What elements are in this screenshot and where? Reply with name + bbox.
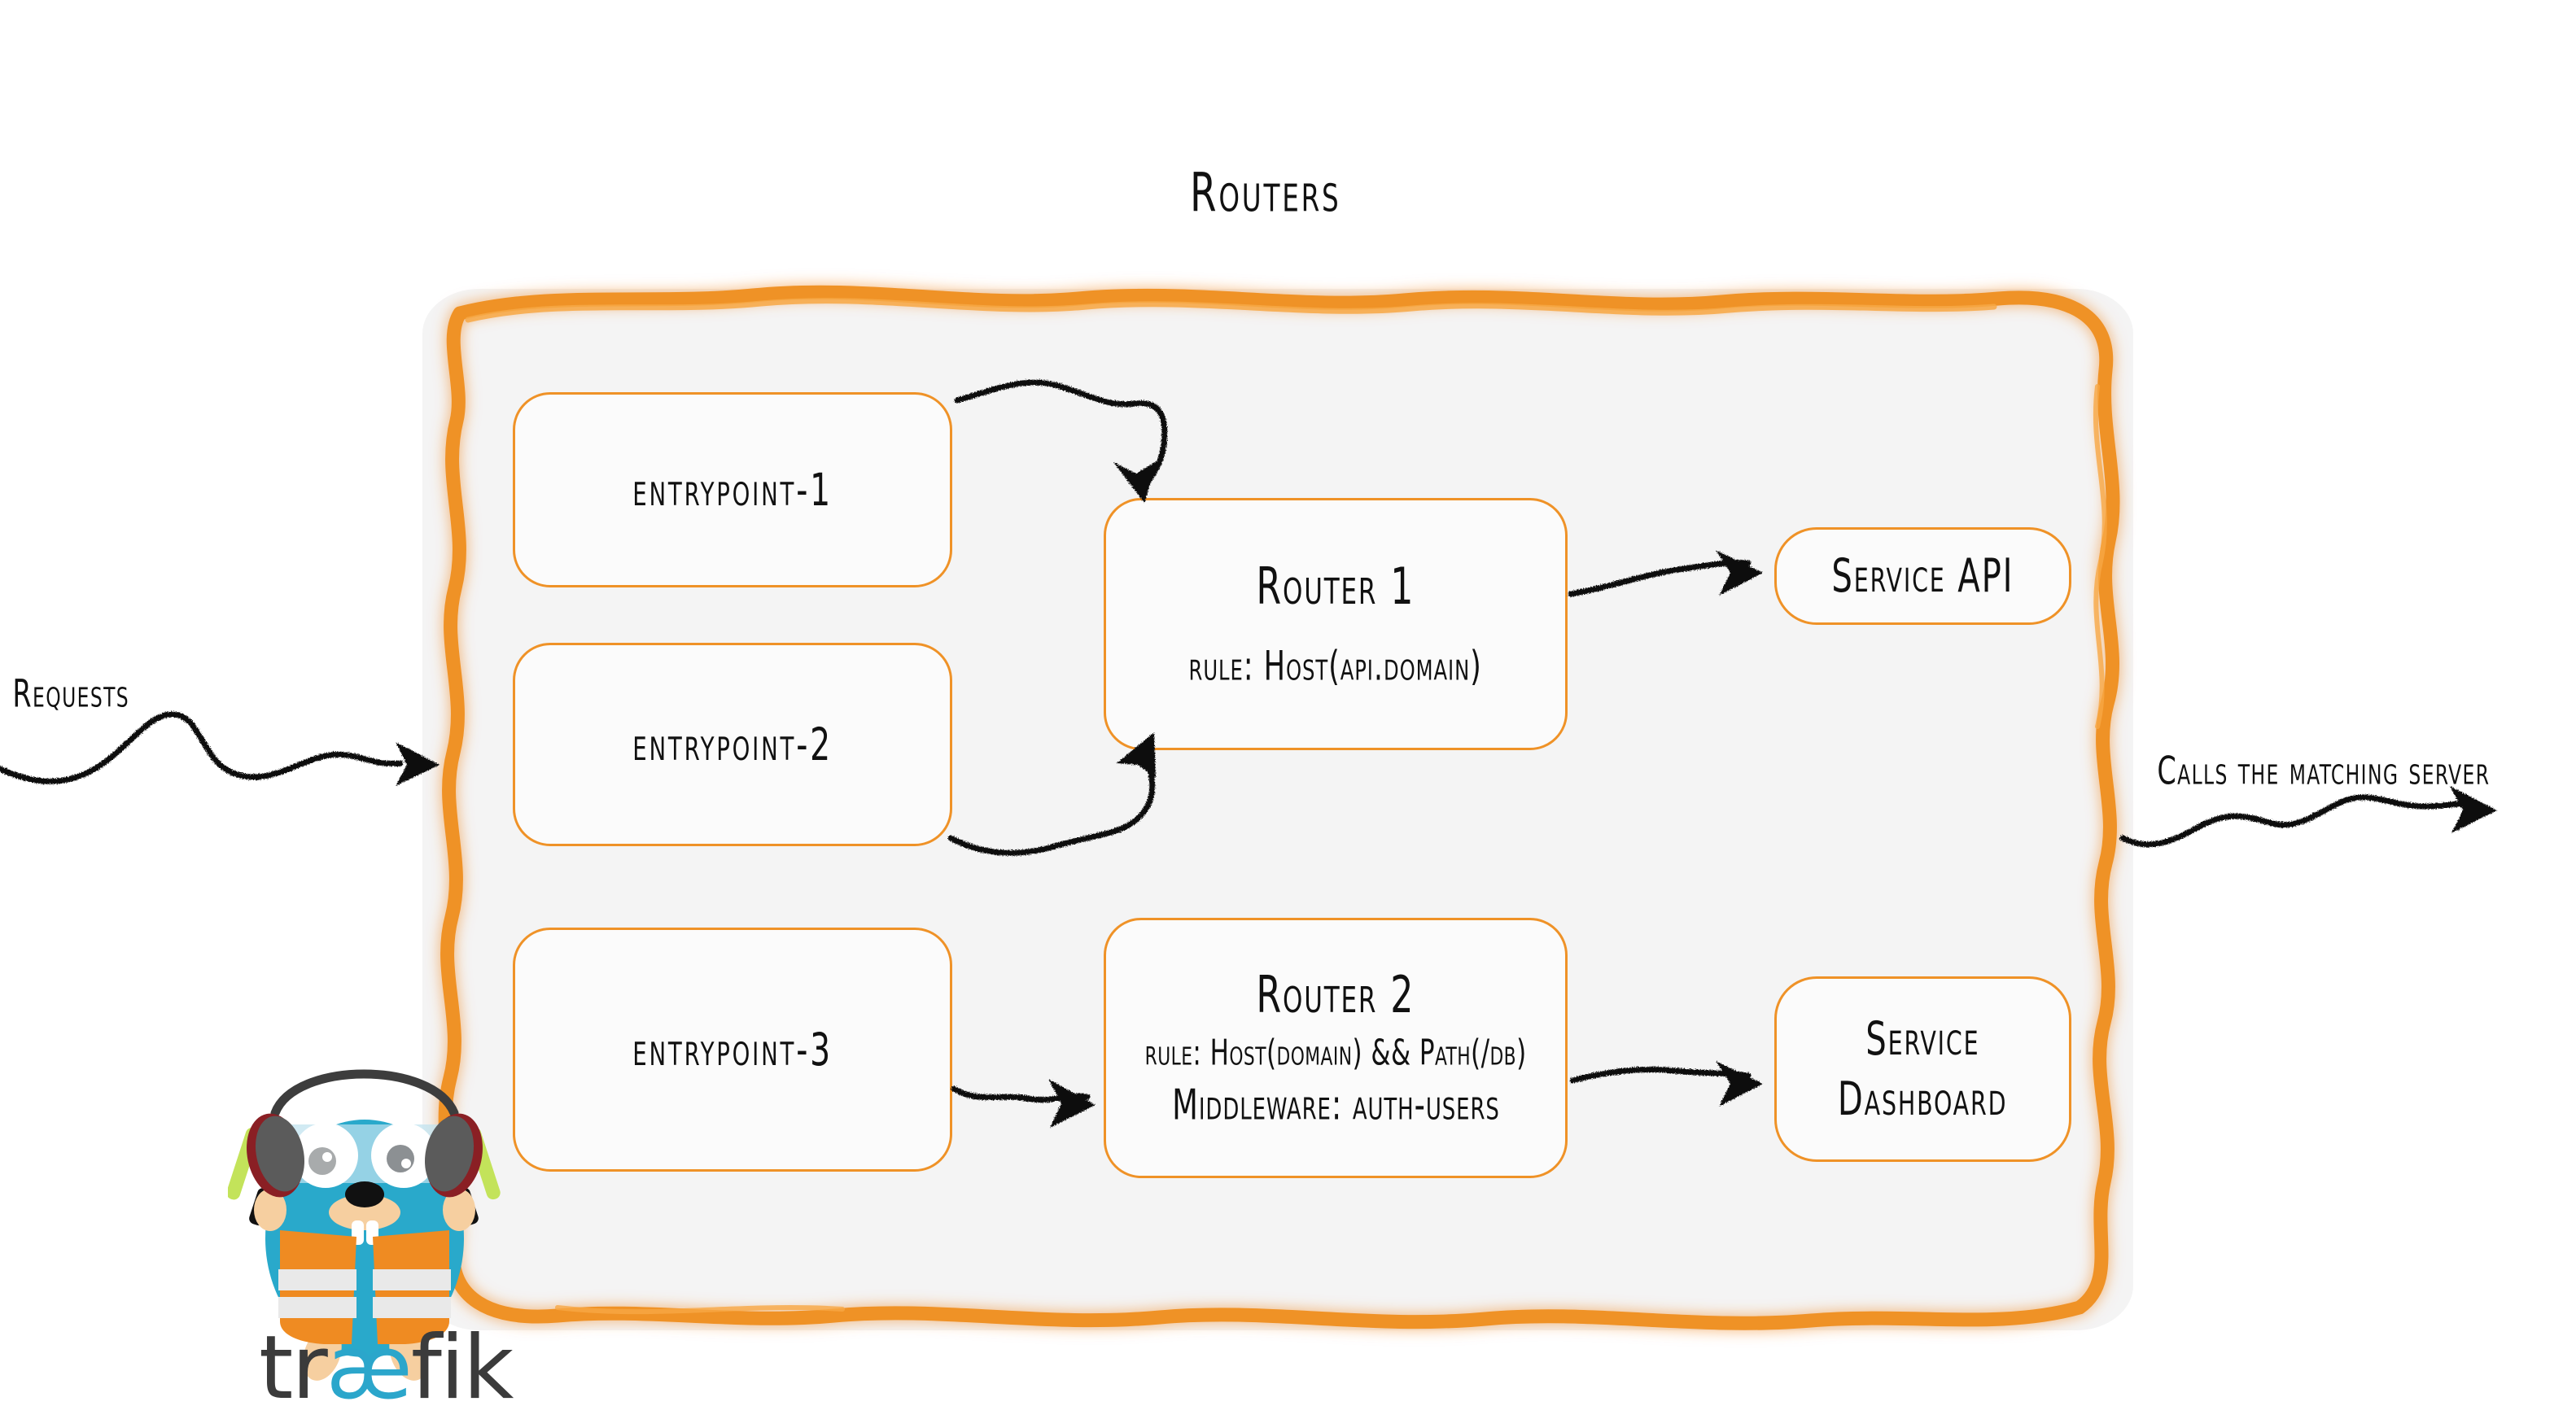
calls-matching-server-label: Calls the matching server (2157, 749, 2491, 794)
safety-vest (278, 1230, 451, 1344)
traefik-logo (228, 1035, 505, 1409)
requests-label: Requests (12, 671, 130, 717)
service-label-line2: Dashboard (1838, 1072, 2008, 1127)
router-rule: rule: Host(domain) && Path(/db) (1144, 1031, 1527, 1073)
requests-arrow-icon (0, 711, 440, 786)
traefik-gopher-mascot (228, 1069, 501, 1381)
hand-right (443, 1189, 475, 1231)
wordmark-ligature: æ (326, 1317, 413, 1419)
muzzle (329, 1194, 400, 1230)
entrypoint-box-1[interactable]: entrypoint-1 (513, 392, 952, 587)
page-title: Routers (1189, 162, 1341, 225)
eye-glint-left (322, 1152, 332, 1162)
headband (270, 1069, 459, 1118)
wordmark-suffix: fik (410, 1317, 514, 1419)
routers-container-border (438, 285, 2120, 1330)
entrypoint-box-2[interactable]: entrypoint-2 (513, 643, 952, 846)
entrypoint-label: entrypoint-3 (632, 1023, 833, 1076)
service-box-dashboard[interactable]: Service Dashboard (1774, 976, 2071, 1162)
eye-glint-right (401, 1159, 411, 1168)
router-title: Router 1 (1256, 557, 1415, 617)
router-middleware: Middleware: auth-users (1171, 1080, 1500, 1130)
router-box-2[interactable]: Router 2 rule: Host(domain) && Path(/db)… (1104, 918, 1568, 1178)
ear-defender-right-icon (424, 1113, 483, 1198)
pupil-right (387, 1145, 414, 1172)
service-box-api[interactable]: Service API (1774, 527, 2071, 625)
service-label-line1: Service (1865, 1011, 1980, 1066)
entrypoint-label: entrypoint-1 (632, 463, 833, 517)
entrypoint-box-3[interactable]: entrypoint-3 (513, 928, 952, 1172)
calls-matching-server-arrow-icon (2119, 786, 2497, 848)
service-label: Service API (1831, 548, 2014, 603)
entrypoint-label: entrypoint-2 (632, 718, 833, 771)
hand-left (254, 1189, 286, 1231)
ear-defender-left-icon (247, 1113, 305, 1198)
router-rule: rule: Host(api.domain) (1188, 642, 1483, 690)
nose (345, 1181, 384, 1207)
router-title: Router 2 (1256, 966, 1415, 1024)
pupil-left (308, 1147, 336, 1175)
wordmark-prefix: tr (259, 1317, 328, 1419)
router-box-1[interactable]: Router 1 rule: Host(api.domain) (1104, 498, 1568, 750)
traefik-wordmark: træfik (259, 1325, 514, 1412)
